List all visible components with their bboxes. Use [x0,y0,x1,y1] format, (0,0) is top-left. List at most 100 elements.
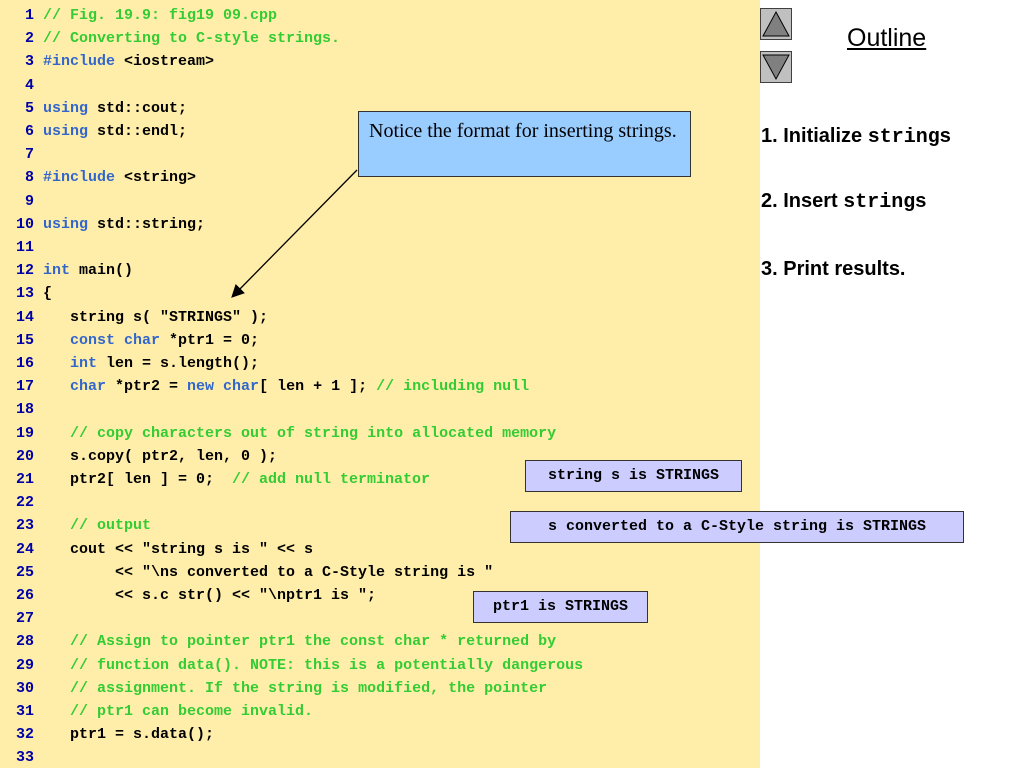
code-comment: // Converting to C-style strings. [43,30,341,48]
code-line: 27 [0,607,34,630]
code-line: 29 // function data(). NOTE: this is a p… [0,654,583,677]
code-line: 20 s.copy( ptr2, len, 0 ); [0,445,277,468]
code-token: main() [79,262,134,280]
code-token [43,332,70,349]
line-number: 30 [15,679,34,697]
code-token [43,355,70,372]
code-comment: // output [70,517,152,535]
outline-title[interactable]: Outline [847,24,927,52]
code-line: 11 [0,236,34,259]
code-token [43,378,70,395]
code-line: 24 cout << "string s is " << s [0,538,313,561]
code-text: { [43,282,52,305]
line-number: 14 [15,308,34,326]
line-number: 17 [15,378,34,396]
code-keyword: #include [43,169,125,187]
code-token: *ptr2 = [115,378,188,396]
line-number: 5 [24,99,34,117]
code-keyword: using [43,123,98,140]
line-number: 26 [15,587,34,604]
code-line: 17 char *ptr2 = new char[ len + 1 ]; // … [0,375,529,398]
code-line: 21 ptr2[ len ] = 0; // add null terminat… [0,468,430,491]
line-number: 13 [15,285,34,303]
code-comment: // including null [376,378,530,396]
line-number: 29 [15,656,34,674]
code-token: ptr2[ len ] = 0; [43,471,233,488]
code-line: 7 [0,143,34,166]
code-token [43,517,70,534]
code-text: << s.c str() << "\nptr1 is "; [43,584,376,607]
line-number: 20 [15,447,34,465]
line-number: 3 [24,53,34,71]
code-token: { [43,285,53,303]
code-text: char *ptr2 = new char[ len + 1 ]; // inc… [43,375,529,398]
code-keyword: int [43,262,80,280]
code-token: cout << "string s is " << s [43,540,314,558]
code-line: 1// Fig. 19.9: fig19 09.cpp [0,4,277,27]
code-line: 2// Converting to C-style strings. [0,27,340,50]
code-line: 3 #include <iostream> [0,50,214,73]
code-comment: // add null terminator [232,471,431,488]
output-box-c-style: s converted to a C-Style string is STRIN… [510,511,964,543]
code-line: 12 int main() [0,259,133,282]
triangle-up-icon [762,10,790,37]
code-token [43,657,70,674]
code-token: << s.c str() << "\nptr1 is "; [43,587,377,604]
code-text: // output [43,514,151,537]
code-text: #include <iostream> [43,50,214,73]
code-keyword: #include [43,53,125,71]
code-token [43,633,70,650]
code-token: << "\ns converted to a C-Style string is… [43,563,494,581]
code-line: 26 << s.c str() << "\nptr1 is "; [0,584,376,607]
code-line: 16 int len = s.length(); [0,352,259,375]
code-line: 33 [0,746,34,769]
code-keyword: new char [187,378,260,396]
code-line: 22 [0,491,34,514]
previous-slide-button[interactable] [760,8,792,40]
code-line: 4 [0,74,34,97]
code-line: 28 // Assign to pointer ptr1 the const c… [0,630,556,653]
code-token: <iostream> [124,53,215,71]
code-token: string s( "STRINGS" ); [43,308,269,326]
line-number: 28 [15,633,34,651]
code-line: 32 ptr1 = s.data(); [0,723,214,746]
line-number: 22 [15,494,34,512]
code-token: len = s.length(); [106,355,260,372]
line-number: 15 [15,331,34,349]
line-number: 31 [15,703,34,720]
line-number: 23 [15,517,34,535]
code-token [43,425,70,442]
code-line: 18 [0,398,34,421]
code-text: // Assign to pointer ptr1 the const char… [43,630,556,653]
line-number: 10 [15,215,34,233]
line-number: 25 [15,563,34,581]
outline-item-print: 3. Print results. [761,258,906,280]
code-line: 25 << "\ns converted to a C-Style string… [0,561,493,584]
line-number: 21 [15,471,34,488]
next-slide-button[interactable] [760,51,792,83]
code-text: int len = s.length(); [43,352,259,375]
code-token: [ len + 1 ]; [259,378,377,396]
line-number: 12 [15,262,34,280]
code-token: std::cout; [97,99,188,117]
code-token: std::string; [97,215,206,233]
line-number: 8 [24,169,34,187]
code-line: 9 [0,190,34,213]
code-token: <string> [124,169,197,187]
code-text: cout << "string s is " << s [43,538,313,561]
code-line: 8 #include <string> [0,166,196,189]
code-line: 13 { [0,282,52,305]
code-line: 23 // output [0,514,151,537]
code-comment: // copy characters out of string into al… [70,424,557,442]
outline-item-initialize: 1. Initialize strings [761,125,951,149]
code-text: // assignment. If the string is modified… [43,677,547,700]
line-number: 6 [24,123,34,140]
code-line: 14 string s( "STRINGS" ); [0,306,268,329]
code-token: *ptr1 = 0; [169,331,260,349]
code-comment: // Assign to pointer ptr1 the const char… [70,633,557,651]
code-text: const char *ptr1 = 0; [43,329,259,352]
code-text: int main() [43,259,133,282]
